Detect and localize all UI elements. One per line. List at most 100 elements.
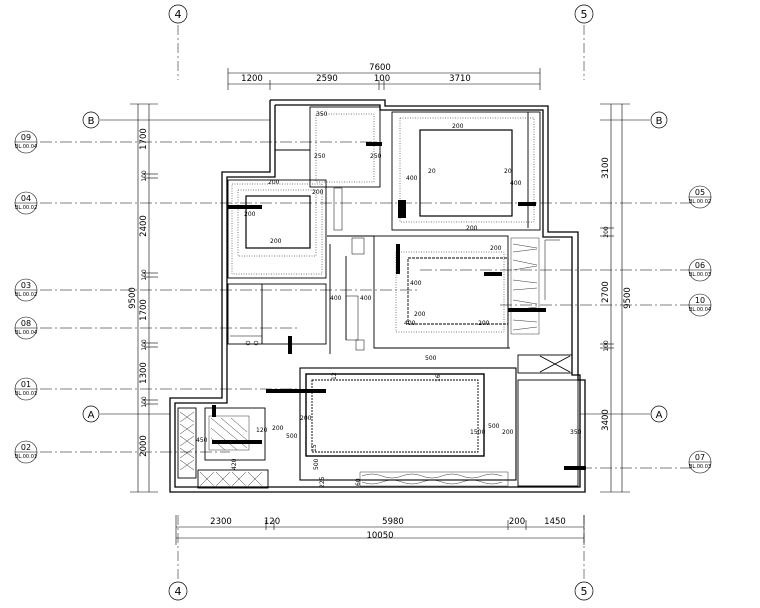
- section-cut-bars: [212, 142, 586, 470]
- axis-bubble-5-bottom: 5: [574, 581, 594, 601]
- section-marker-05-num: 05: [695, 188, 705, 197]
- lbl-200-g: 200: [414, 311, 426, 318]
- section-marker-01: 01 BL.00.01: [14, 377, 38, 401]
- lbl-20-b: 20: [504, 168, 512, 175]
- axis-bubble-4-bottom: 4: [168, 581, 188, 601]
- lbl-16: 16: [435, 374, 442, 382]
- grid-axis-lines: [100, 25, 650, 580]
- dim-left-1: 1700: [139, 128, 149, 150]
- lbl-400-f: 400: [404, 320, 416, 327]
- section-marker-09: 09 BL.00.04: [14, 130, 38, 154]
- section-marker-04-ref: BL.00.02: [15, 205, 37, 211]
- section-marker-06-num: 06: [695, 261, 705, 270]
- lbl-15: 15: [311, 444, 318, 452]
- lbl-200-a: 200: [268, 179, 280, 186]
- section-marker-05: 05 BL.00.02: [688, 185, 712, 209]
- dim-right-3: 2700: [601, 281, 611, 303]
- lbl-1500: 1500: [470, 429, 485, 436]
- dim-right-4: 100: [603, 340, 610, 352]
- axis-label-a-right: A: [656, 410, 663, 421]
- dim-left-total: 9500: [128, 287, 138, 309]
- lbl-350-a: 350: [316, 111, 328, 118]
- section-marker-10: 10 BL.00.04: [688, 293, 712, 317]
- lbl-400-b: 400: [360, 295, 372, 302]
- axis-bubble-5-top: 5: [574, 4, 594, 24]
- section-marker-04: 04 BL.00.02: [14, 191, 38, 215]
- lbl-200-f: 200: [466, 225, 478, 232]
- lbl-200-b: 200: [244, 211, 256, 218]
- lbl-20-a: 20: [428, 168, 436, 175]
- lbl-250-b: 250: [370, 153, 382, 160]
- lbl-120: 120: [256, 427, 268, 434]
- exterior-walls: [169, 99, 586, 493]
- section-marker-08: 08 BL.00.04: [14, 316, 38, 340]
- section-marker-02: 02 BL.00.01: [14, 440, 38, 464]
- lbl-225: 225: [319, 476, 326, 488]
- dim-top-3: 100: [374, 74, 390, 84]
- dim-right-2: 200: [603, 226, 610, 238]
- axis-label-b-left: B: [88, 116, 95, 127]
- lbl-500-d: 500: [313, 458, 320, 470]
- dim-top-4: 3710: [449, 74, 471, 84]
- lbl-200-k: 200: [272, 425, 284, 432]
- lbl-400-e: 400: [410, 280, 422, 287]
- axis-label-4-top: 4: [175, 8, 182, 21]
- lbl-200-i: 200: [490, 245, 502, 252]
- lbl-400-d: 400: [510, 180, 522, 187]
- dim-bottom-1: 2300: [210, 517, 232, 527]
- lbl-200-d: 200: [270, 238, 282, 245]
- dim-left-7: 1300: [139, 362, 149, 384]
- room-dimension-labels: 200 200 200 200 400 400 400 400 20 20 20…: [196, 111, 582, 488]
- dim-right-1: 3100: [601, 157, 611, 179]
- lbl-250-a: 250: [314, 153, 326, 160]
- axis-bubble-4-top: 4: [168, 4, 188, 24]
- dimension-right: [600, 103, 630, 493]
- axis-bubble-a-right: A: [650, 405, 668, 423]
- section-marker-06: 06 BL.00.03: [688, 258, 712, 282]
- section-marker-08-num: 08: [21, 319, 31, 328]
- axis-bubble-b-right: B: [650, 111, 668, 129]
- dim-top-2: 2590: [316, 74, 338, 84]
- section-marker-10-num: 10: [695, 296, 705, 305]
- section-marker-05-ref: BL.00.02: [689, 199, 711, 205]
- section-marker-01-ref: BL.00.01: [15, 391, 37, 397]
- dim-left-3: 2400: [139, 215, 149, 237]
- dimension-top: [227, 68, 541, 90]
- axis-label-b-right: B: [656, 116, 663, 127]
- dim-bottom-4: 200: [509, 517, 525, 527]
- dim-bottom-2: 120: [264, 517, 280, 527]
- dimension-left: [130, 103, 158, 493]
- lbl-500-a: 500: [425, 355, 437, 362]
- dim-bottom-3: 5980: [382, 517, 404, 527]
- lbl-200-e: 200: [452, 123, 464, 130]
- axis-label-5-top: 5: [581, 8, 588, 21]
- dim-top-1: 1200: [241, 74, 263, 84]
- section-marker-03: 03 BL.00.02: [14, 278, 38, 302]
- section-marker-04-num: 04: [21, 194, 31, 203]
- dim-bottom-5: 1450: [544, 517, 566, 527]
- section-marker-07: 07 BL.00.03: [688, 450, 712, 474]
- section-marker-09-num: 09: [21, 133, 31, 142]
- dim-bottom-total: 10050: [366, 531, 393, 541]
- ceiling-cove-lines: [231, 113, 535, 333]
- section-lines: [40, 141, 700, 469]
- fixture-lines: [230, 187, 560, 351]
- lbl-450: 450: [196, 437, 208, 444]
- axis-bubble-b-left: B: [82, 111, 100, 129]
- dim-right-5: 3400: [601, 409, 611, 431]
- section-marker-03-ref: BL.00.02: [15, 292, 37, 298]
- lbl-200-h: 200: [478, 320, 490, 327]
- axis-label-a-left: A: [88, 410, 95, 421]
- lbl-60: 60: [355, 478, 362, 486]
- dimension-bottom: [175, 515, 585, 545]
- lbl-420: 420: [231, 458, 238, 470]
- dim-left-4: 100: [141, 269, 148, 281]
- section-marker-03-num: 03: [21, 281, 31, 290]
- lbl-200-j: 200: [300, 415, 312, 422]
- interior-walls: [177, 106, 579, 489]
- dim-left-2: 100: [141, 170, 148, 182]
- dim-left-8: 100: [141, 396, 148, 408]
- axis-label-5-bottom: 5: [581, 585, 588, 598]
- lbl-400-a: 400: [330, 295, 342, 302]
- section-marker-09-ref: BL.00.04: [15, 144, 37, 150]
